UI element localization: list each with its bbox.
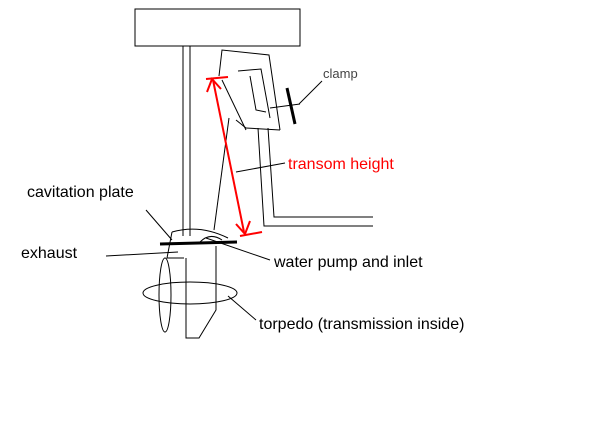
cavitation-plate [159, 240, 238, 246]
gearcase [166, 228, 229, 339]
engine-cowling [134, 8, 301, 47]
torpedo-leader [227, 295, 257, 321]
label-water-pump: water pump and inlet [273, 254, 423, 271]
clamp-arm-2 [235, 119, 247, 129]
water-pump-inlet [199, 236, 223, 243]
label-clamp: clamp [323, 66, 358, 81]
clamp-arm [221, 79, 247, 131]
cavitation-plate-leader [145, 209, 173, 241]
transom-height-leader [235, 162, 286, 173]
exhaust-leader [105, 251, 179, 257]
clamp-leader [298, 80, 323, 105]
label-exhaust: exhaust [21, 245, 78, 262]
clamp-bracket-inner [237, 68, 271, 119]
transom-outer [257, 127, 373, 227]
water-pump-leader [205, 237, 271, 261]
propeller-blade-icon [158, 257, 172, 333]
lower-leg-back [213, 117, 230, 231]
clamp-bracket-inner-2 [249, 75, 267, 113]
torpedo [142, 281, 238, 305]
clamp-bracket-outer [218, 49, 281, 131]
clamp-screw-icon [269, 87, 301, 125]
clamp-arm-3 [245, 127, 281, 131]
label-torpedo: torpedo (transmission inside) [259, 316, 464, 333]
transom-height-arrow [205, 76, 263, 237]
label-cavitation-plate: cavitation plate [27, 184, 134, 201]
label-transom-height: transom height [288, 156, 394, 173]
transom-inner [267, 127, 373, 218]
